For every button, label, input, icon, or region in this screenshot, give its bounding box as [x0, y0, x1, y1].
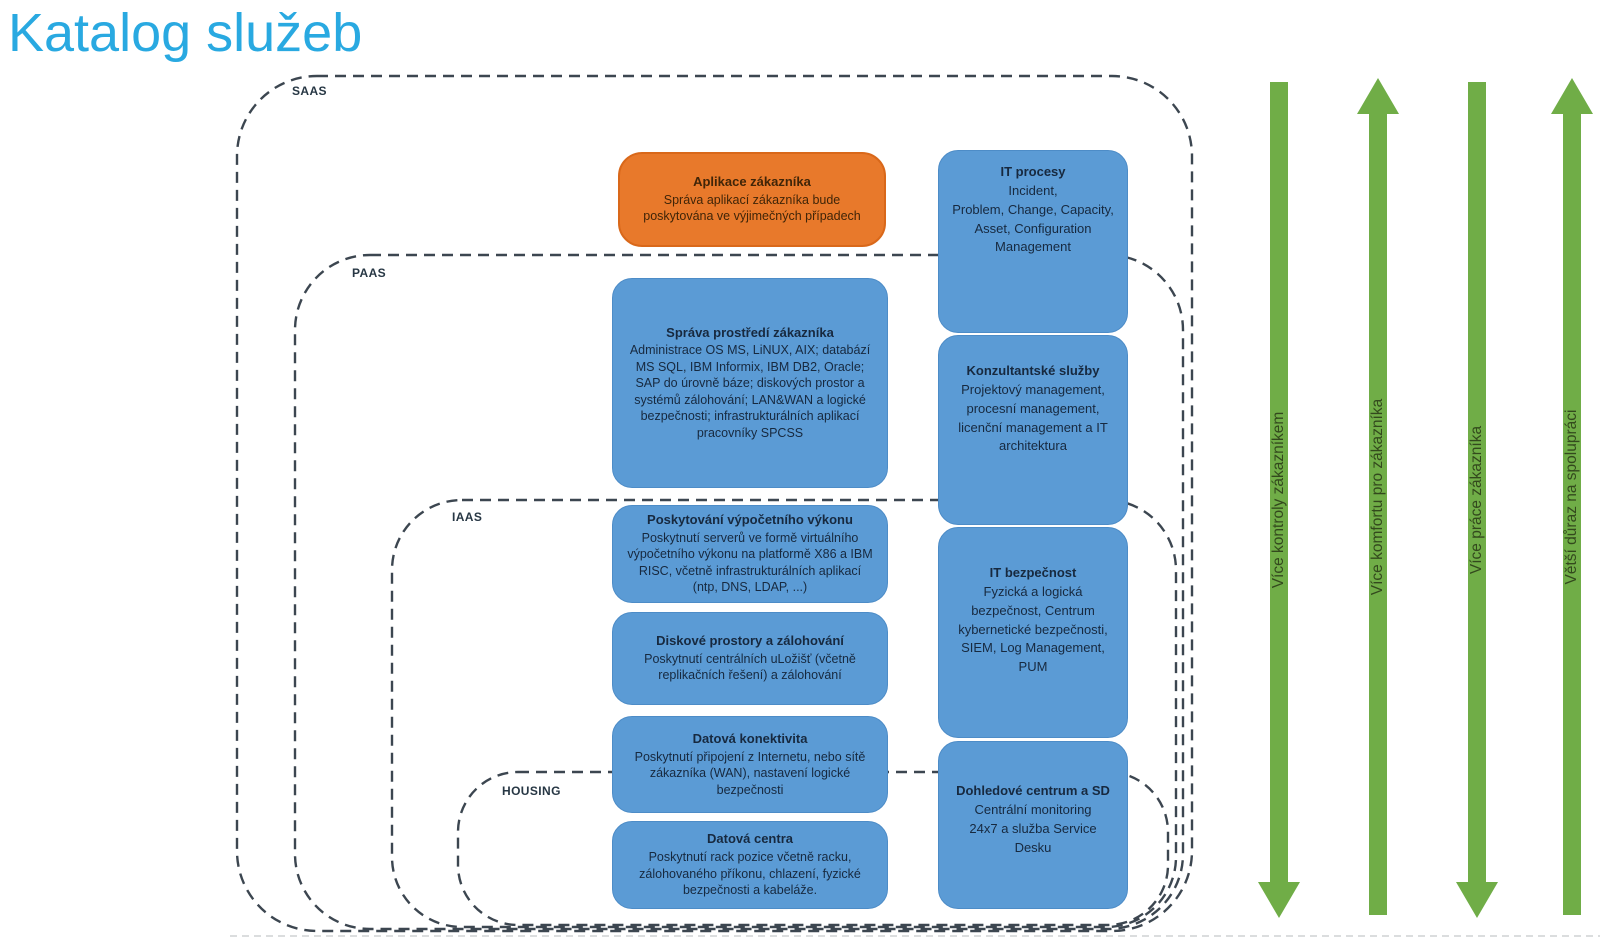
paas-outline	[293, 253, 1185, 931]
layer-label-housing: HOUSING	[502, 784, 561, 798]
box-data-connectivity: Datová konektivita Poskytnutí připojení …	[612, 716, 888, 813]
box-title: Konzultantské služby	[966, 363, 1100, 378]
box-title: IT bezpečnost	[989, 565, 1077, 580]
box-title: Poskytování výpočetního výkonu	[647, 512, 853, 528]
box-body: Správa aplikací zákazníka bude poskytová…	[643, 192, 861, 224]
arrow-more-emphasis-on-cooperation: Větší důraz na spolupráci	[1551, 78, 1593, 915]
arrow-label: Větší důraz na spolupráci	[1563, 409, 1580, 584]
box-title: Dohledové centrum a SD	[956, 783, 1110, 798]
box-it-security: IT bezpečnost Fyzická a logická bezpečno…	[938, 527, 1128, 738]
box-body: Poskytnutí centrálních uLožišť (včetně r…	[644, 651, 856, 683]
box-body: Centrální monitoring 24x7 a služba Servi…	[969, 801, 1097, 855]
arrow-more-control-by-customer: Více kontroly zákazníkem	[1258, 82, 1300, 918]
box-customer-applications: Aplikace zákazníka Správa aplikací zákaz…	[618, 152, 886, 247]
layer-label-saas: SAAS	[292, 84, 327, 98]
box-title: Diskové prostory a zálohování	[656, 633, 844, 649]
arrow-shaft	[1369, 114, 1387, 915]
arrow-shaft	[1468, 82, 1486, 882]
box-computing-power: Poskytování výpočetního výkonu Poskytnut…	[612, 505, 888, 603]
arrow-label: Více práce zákazníka	[1468, 425, 1485, 575]
arrow-more-customer-work: Více práce zákazníka	[1456, 82, 1498, 918]
arrow-down-icon	[1456, 882, 1498, 918]
box-disk-storage-backup: Diskové prostory a zálohování Poskytnutí…	[612, 612, 888, 705]
saas-outline	[235, 74, 1194, 933]
layer-label-paas: PAAS	[352, 266, 387, 280]
box-title: IT procesy	[1000, 164, 1066, 179]
box-body: Fyzická a logická bezpečnost, Centrum ky…	[958, 583, 1108, 675]
box-title: Aplikace zákazníka	[693, 174, 811, 190]
box-title: Datová centra	[707, 831, 793, 847]
box-body: Poskytnutí serverů ve formě virtuálního …	[627, 530, 873, 595]
arrow-shaft	[1563, 114, 1581, 915]
box-body: Administrace OS MS, LiNUX, AIX; databází…	[629, 343, 871, 440]
box-title: Datová konektivita	[692, 730, 808, 746]
arrow-more-comfort-for-customer: Více komfortu pro zákazníka	[1357, 78, 1399, 915]
arrow-down-icon	[1258, 882, 1300, 918]
box-body: Poskytnutí rack pozice včetně racku, zál…	[639, 850, 861, 898]
box-body: Poskytnutí připojení z Internetu, nebo s…	[634, 749, 866, 797]
arrow-up-icon	[1357, 78, 1399, 114]
page-title: Katalog služeb	[8, 3, 363, 63]
arrow-up-icon	[1551, 78, 1593, 114]
arrow-shaft	[1270, 82, 1288, 882]
box-body: Incident, Problem, Change, Capacity, Ass…	[952, 182, 1114, 255]
box-it-processes: IT procesy Incident, Problem, Change, Ca…	[938, 150, 1128, 333]
arrow-label: Více komfortu pro zákazníka	[1369, 398, 1386, 595]
box-data-centers: Datová centra Poskytnutí rack pozice vče…	[612, 821, 888, 909]
arrow-label: Více kontroly zákazníkem	[1270, 411, 1287, 589]
box-customer-environment-management: Správa prostředí zákazníka Administrace …	[612, 278, 888, 488]
box-title: Správa prostředí zákazníka	[666, 324, 834, 340]
box-consulting-services: Konzultantské služby Projektový manageme…	[938, 335, 1128, 525]
layer-label-iaas: IAAS	[452, 510, 483, 524]
box-monitoring-center-sd: Dohledové centrum a SD Centrální monitor…	[938, 741, 1128, 909]
box-body: Projektový management, procesní manageme…	[958, 381, 1108, 454]
